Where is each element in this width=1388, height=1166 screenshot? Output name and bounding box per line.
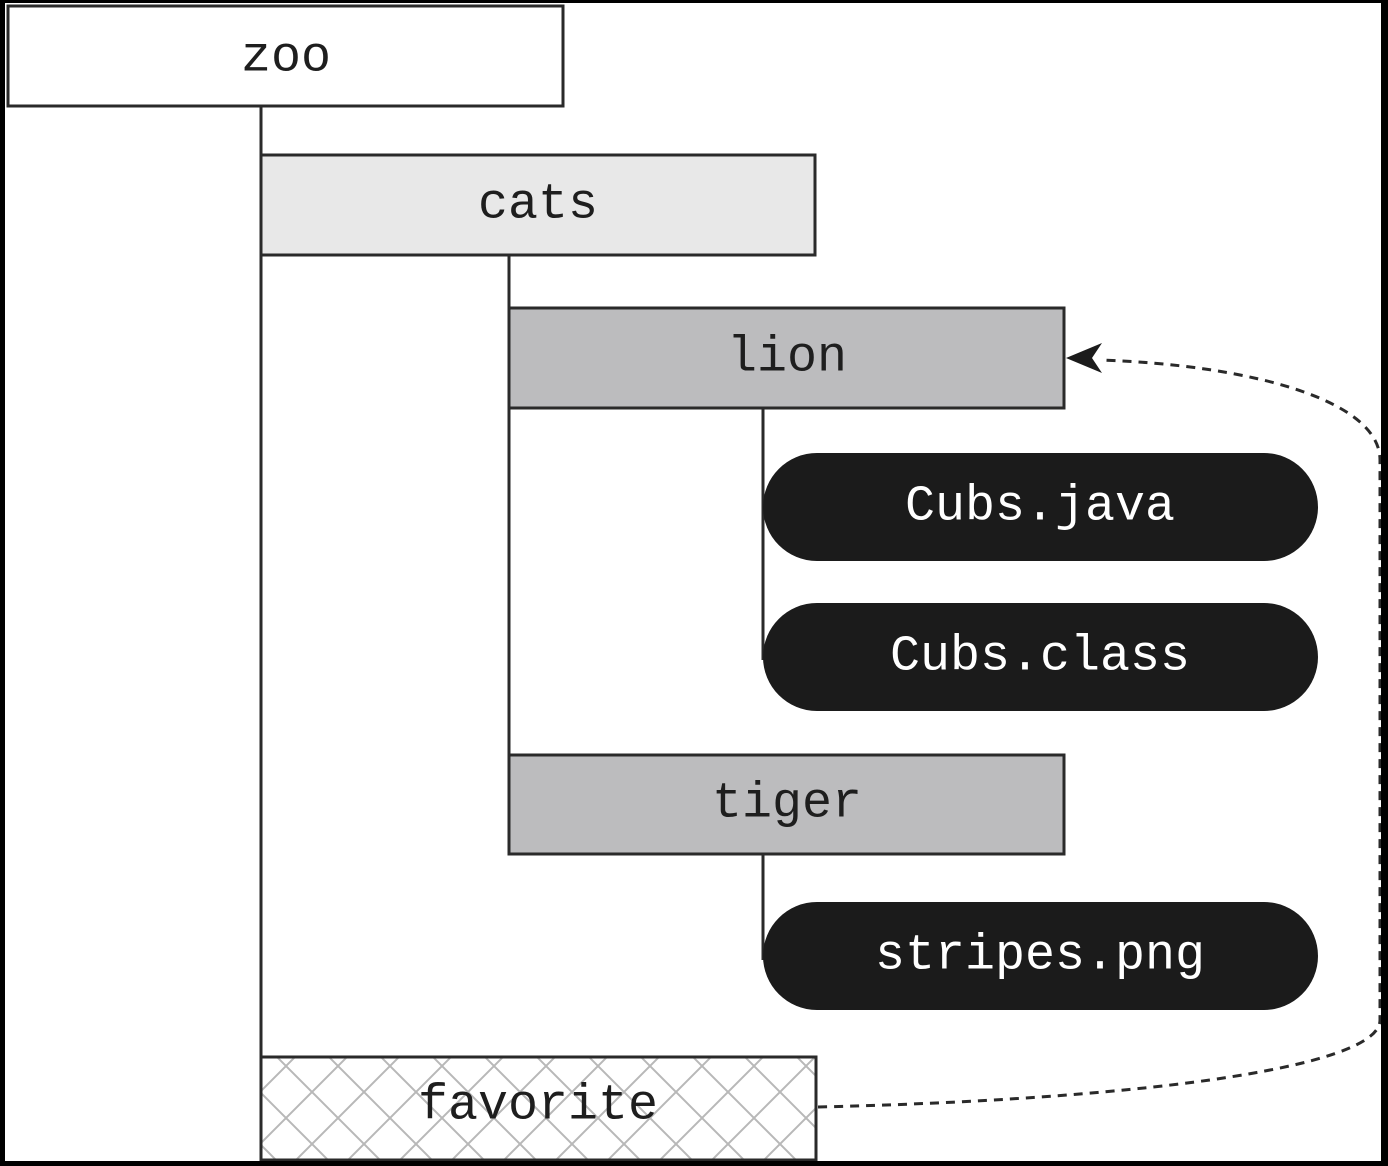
symlink-arrow <box>817 343 1381 1109</box>
file-stripes-png-label: stripes.png <box>875 928 1205 985</box>
file-stripes-png[interactable]: stripes.png <box>763 902 1318 1010</box>
directory-zoo[interactable]: zoo <box>6 4 565 108</box>
file-cubs-class-label: Cubs.class <box>890 629 1190 686</box>
diagram-frame: zoo cats lion Cubs.java Cubs.class tiger… <box>5 3 1381 1161</box>
directory-tiger[interactable]: tiger <box>507 753 1066 856</box>
directory-tiger-label: tiger <box>712 776 862 833</box>
file-cubs-java[interactable]: Cubs.java <box>763 453 1318 561</box>
directory-lion-label: lion <box>727 330 847 387</box>
tree-connectors <box>259 106 765 1160</box>
symlink-dashed-path <box>817 358 1381 1109</box>
directory-cats[interactable]: cats <box>259 153 817 257</box>
directory-tree-diagram: zoo cats lion Cubs.java Cubs.class tiger… <box>6 4 1381 1161</box>
file-cubs-class[interactable]: Cubs.class <box>763 603 1318 711</box>
symlink-favorite-label: favorite <box>418 1078 658 1135</box>
symlink-arrowhead-icon <box>1066 343 1102 373</box>
directory-lion[interactable]: lion <box>507 306 1066 410</box>
directory-zoo-label: zoo <box>241 30 331 87</box>
symlink-favorite[interactable]: favorite <box>259 1055 818 1161</box>
file-cubs-java-label: Cubs.java <box>905 479 1175 536</box>
directory-cats-label: cats <box>478 177 598 234</box>
